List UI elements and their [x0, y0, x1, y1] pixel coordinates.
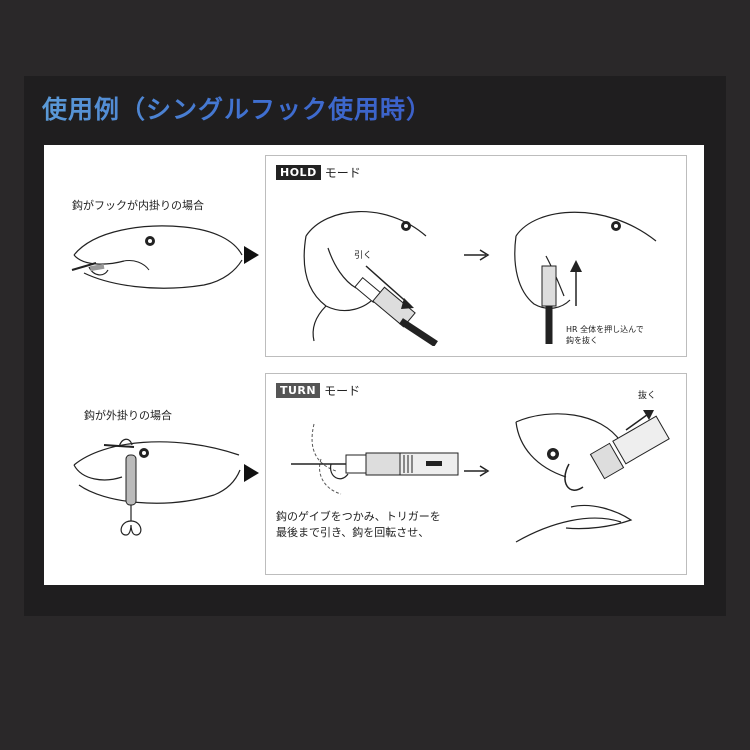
turn-mode-box: TURN モード	[265, 373, 687, 575]
turn-pull-label: 抜く	[638, 391, 657, 401]
turn-mode-tag: TURN	[276, 383, 321, 398]
hold-note-line2: 鈎を抜く	[566, 336, 598, 345]
illustration-card: 鈎がフックが内掛りの場合 HOLD モード	[44, 145, 704, 585]
hold-mode-suffix: モード	[324, 166, 361, 180]
hold-mode-tag: HOLD	[276, 165, 321, 180]
play-triangle-icon	[244, 246, 259, 264]
hold-note-line1: HR 全体を押し込んで	[566, 325, 644, 334]
arrow-right-icon	[464, 465, 490, 477]
turn-step1-illustration	[291, 423, 459, 495]
case-outer-hook-label: 鈎が外掛りの場合	[84, 409, 172, 422]
hold-step1-illustration	[303, 211, 438, 346]
turn-caption-line2: 最後まで引き、鈎を回転させ、	[276, 526, 430, 539]
hold-mode-title: HOLD モード	[276, 164, 361, 181]
page-title: 使用例（シングルフック使用時）	[42, 90, 432, 126]
turn-caption-line1: 鈎のゲイブをつかみ、トリガーを	[276, 510, 441, 523]
fish-inner-hook-illustration	[71, 225, 243, 289]
hold-mode-box: HOLD モード 引く	[265, 155, 687, 357]
case-inner-hook-label: 鈎がフックが内掛りの場合	[72, 199, 204, 212]
fish-outer-hook-illustration	[73, 438, 241, 536]
hold-step2-illustration	[514, 211, 657, 344]
turn-mode-title: TURN モード	[276, 382, 360, 399]
turn-mode-suffix: モード	[324, 384, 361, 398]
play-triangle-icon	[244, 464, 259, 482]
hold-pull-label: 引く	[354, 251, 373, 261]
turn-step2-illustration	[515, 410, 670, 543]
main-panel: 使用例（シングルフック使用時） 鈎がフックが内掛りの場合 HOLD モード	[24, 76, 726, 616]
arrow-right-icon	[464, 249, 490, 261]
